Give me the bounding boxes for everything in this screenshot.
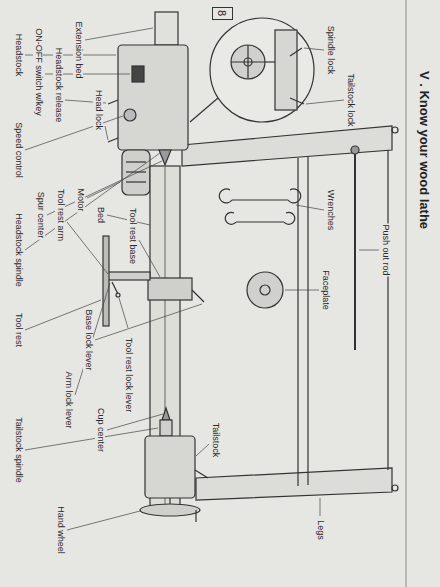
hand-wheel-handle bbox=[195, 510, 196, 522]
page-edge bbox=[405, 0, 406, 587]
part-label: Push out rod bbox=[380, 223, 390, 276]
tailstock bbox=[145, 436, 195, 498]
tool-rest-base bbox=[148, 278, 192, 300]
part-label: Arm lock lever bbox=[63, 370, 73, 429]
leg bbox=[182, 126, 392, 166]
part-label: Spindle lock bbox=[325, 25, 335, 76]
inset-shaft bbox=[265, 61, 275, 62]
part-label: Faceplate bbox=[320, 269, 330, 311]
inset-pointer bbox=[190, 98, 218, 122]
part-label: Motor bbox=[75, 187, 85, 212]
leader-line bbox=[119, 298, 128, 328]
switch bbox=[132, 66, 144, 82]
part-label: Headstock bbox=[13, 33, 23, 78]
inset-lever bbox=[290, 48, 302, 56]
leader-line bbox=[139, 240, 160, 277]
page-number: 8 bbox=[216, 10, 228, 16]
leader-line bbox=[105, 126, 108, 140]
wrench bbox=[225, 212, 294, 224]
push-out-rod bbox=[354, 154, 356, 350]
base-lock-lever bbox=[192, 290, 204, 302]
leader-line bbox=[67, 222, 108, 274]
leader-line bbox=[285, 290, 319, 291]
leader-line bbox=[85, 28, 153, 40]
leader-line bbox=[87, 182, 120, 198]
leader-line bbox=[75, 283, 110, 395]
faceplate-hub bbox=[260, 285, 270, 295]
page-number-box: 8 bbox=[212, 7, 233, 20]
detail-inset bbox=[210, 18, 314, 122]
inset-wheel bbox=[231, 45, 265, 79]
tailstock-spindle bbox=[160, 420, 172, 436]
part-label: Extension bed bbox=[73, 20, 83, 79]
part-label: Bed bbox=[95, 206, 105, 224]
part-label: ON-OFF switch w/key bbox=[33, 27, 43, 117]
leader-line bbox=[67, 511, 140, 530]
part-label: Tool rest lock lever bbox=[123, 337, 133, 414]
rail bbox=[297, 158, 298, 486]
foot bbox=[392, 127, 398, 133]
leader-line bbox=[306, 100, 344, 104]
leader-line bbox=[25, 428, 158, 450]
rail bbox=[387, 150, 388, 470]
part-label: Speed control bbox=[13, 121, 23, 179]
tool-rest bbox=[103, 236, 109, 326]
foot bbox=[392, 485, 398, 491]
faceplate bbox=[247, 272, 283, 308]
inset-housing bbox=[275, 30, 297, 110]
wrench bbox=[219, 189, 300, 203]
part-label: Tailstock lock bbox=[345, 72, 355, 127]
part-label: Tool rest bbox=[13, 312, 23, 348]
part-label: Head lock bbox=[93, 89, 103, 131]
leader-line bbox=[95, 304, 202, 340]
part-label: Headstock spindle bbox=[13, 212, 23, 288]
tailstock-lock bbox=[195, 470, 208, 478]
motor bbox=[122, 150, 150, 195]
lever-knob bbox=[116, 293, 120, 297]
leader-line bbox=[320, 498, 321, 516]
leader-line bbox=[25, 153, 160, 250]
speed-knob bbox=[124, 109, 136, 121]
part-label: Wrenches bbox=[325, 189, 335, 231]
rail bbox=[307, 157, 308, 485]
spur-center bbox=[159, 150, 171, 165]
part-label: Legs bbox=[315, 519, 325, 541]
tool-rest-lock-lever bbox=[112, 282, 118, 294]
motor-fin bbox=[126, 171, 146, 172]
headstock bbox=[118, 45, 188, 150]
leader-line bbox=[359, 250, 379, 251]
leader-line bbox=[25, 116, 123, 150]
leader-lines bbox=[25, 28, 379, 530]
part-label: Tailstock spindle bbox=[13, 416, 23, 484]
cup-center bbox=[162, 408, 170, 420]
leader-line bbox=[304, 48, 324, 50]
head-lock-lever bbox=[108, 138, 118, 142]
part-label: Hand wheel bbox=[55, 505, 65, 555]
inset-lever bbox=[290, 98, 304, 104]
leader-line bbox=[196, 444, 209, 456]
part-label: Cup center bbox=[95, 407, 105, 453]
part-label: Tool rest base bbox=[127, 207, 137, 265]
part-label: Headstock release bbox=[53, 47, 63, 124]
rod-knob bbox=[351, 146, 359, 154]
leader-line bbox=[296, 205, 324, 210]
motor-fin bbox=[126, 181, 146, 182]
part-label: Tailstock bbox=[210, 422, 220, 459]
part-label: Base lock lever bbox=[83, 308, 93, 371]
motor-fin bbox=[126, 161, 146, 162]
part-label: Tool rest arm bbox=[55, 188, 65, 242]
part-label: Spur center bbox=[35, 191, 45, 240]
extension-bed bbox=[155, 12, 178, 45]
tool-rest-arm bbox=[108, 272, 150, 280]
inset-spoke bbox=[231, 61, 265, 62]
hand-wheel bbox=[140, 504, 200, 516]
leg bbox=[196, 468, 392, 500]
release-lever bbox=[108, 100, 118, 104]
leader-line bbox=[107, 414, 163, 430]
page-title: V . Know your wood lathe bbox=[417, 69, 432, 231]
